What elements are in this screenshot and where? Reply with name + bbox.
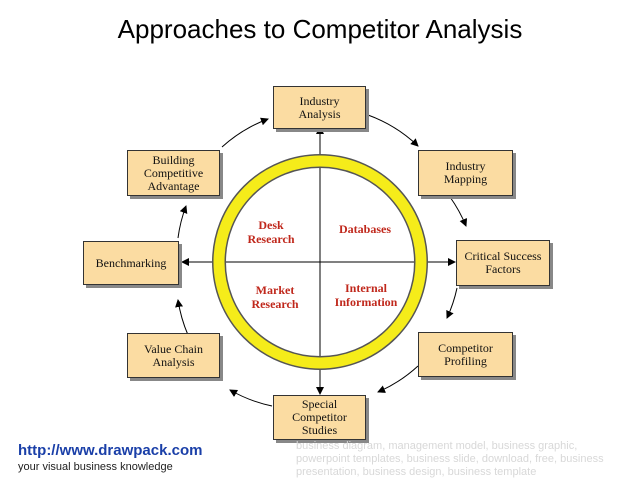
quadrant-internal-information: Internal Information <box>334 281 398 309</box>
node-building-competitive-advantage: Building Competitive Advantage <box>127 150 220 196</box>
diagram-title: Approaches to Competitor Analysis <box>117 14 523 44</box>
quadrant-market-research: Market Research <box>251 283 299 311</box>
arrow-benchmarking-to-building <box>177 205 188 239</box>
node-benchmarking: Benchmarking <box>83 241 179 285</box>
watermark-text: business diagram, management model, busi… <box>296 440 604 478</box>
drawpack-url-link[interactable]: http://www.drawpack.com <box>18 442 203 459</box>
node-industry-mapping: Industry Mapping <box>418 150 513 196</box>
arrow-valuechain-to-benchmarking <box>175 299 189 336</box>
node-competitor-profiling: Competitor Profiling <box>418 332 513 377</box>
arrow-csf-to-profiling <box>446 287 458 319</box>
quadrant-databases: Databases <box>338 222 391 236</box>
node-value-chain-analysis: Value Chain Analysis <box>127 333 220 378</box>
node-critical-success-factors: Critical Success Factors <box>456 240 550 286</box>
center-ring-fill <box>213 155 427 369</box>
node-special-competitor-studies: Special Competitor Studies <box>273 395 366 440</box>
arrow-building-to-analysis <box>221 117 269 148</box>
crosshair-arrows <box>181 126 456 395</box>
arrow-profiling-to-studies <box>377 365 419 393</box>
arrow-mapping-to-csf <box>449 196 468 227</box>
quadrant-desk-research: Desk Research <box>247 218 295 246</box>
tagline: your visual business knowledge <box>18 461 173 473</box>
node-industry-analysis: Industry Analysis <box>273 86 366 129</box>
arrow-analysis-to-mapping <box>367 114 419 147</box>
cycle-arrows <box>175 114 468 407</box>
arrow-studies-to-valuechain <box>229 389 273 407</box>
